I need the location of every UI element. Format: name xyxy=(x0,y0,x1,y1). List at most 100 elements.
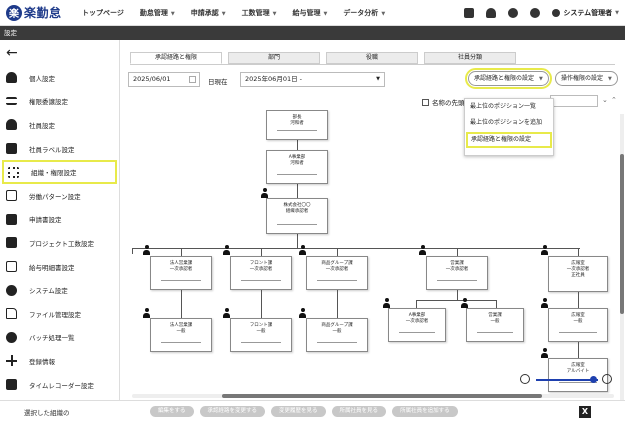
sidebar-item-project-workload[interactable]: プロジェクト工数設定 xyxy=(0,231,119,255)
operation-settings-button[interactable]: 操作権限の設定 ▼ xyxy=(555,71,618,86)
add-members-button[interactable]: 所属社員を追加する xyxy=(392,406,458,417)
nav-item-top[interactable]: トップページ xyxy=(82,8,124,18)
calculator-icon[interactable] xyxy=(464,8,475,18)
name-prefix-filter[interactable]: 名称の先頭 xyxy=(422,97,465,107)
dropdown-item-approval-settings[interactable]: 承認経路と権限の設定 xyxy=(466,132,552,148)
edit-button[interactable]: 編集をする xyxy=(150,406,194,417)
help-icon[interactable] xyxy=(508,8,519,18)
button-label: 承認経路と権限の設定 xyxy=(474,75,535,82)
caret-down-icon: ▼ xyxy=(381,10,386,17)
connector-line xyxy=(297,140,298,150)
org-node-label: フロント課一次承認者 xyxy=(249,261,273,272)
org-node-top[interactable]: 部長河和者 xyxy=(266,110,328,140)
caret-down-icon: ▼ xyxy=(221,10,226,17)
view-members-button[interactable]: 所属社員を見る xyxy=(331,406,387,417)
sidebar-item-employees[interactable]: 社員設定 xyxy=(0,113,119,137)
user-menu[interactable]: システム管理者 ▼ xyxy=(552,8,619,18)
org-node-eigyo-general[interactable]: 営業課一般 xyxy=(466,308,524,342)
org-node-front-general[interactable]: フロント課一般 xyxy=(230,318,292,352)
calendar-icon[interactable] xyxy=(189,76,196,83)
batch-icon xyxy=(6,331,17,343)
chevron-down-icon[interactable]: ⌄ xyxy=(602,96,608,104)
sidebar-item-timecard[interactable]: タイムレコーダー設定 xyxy=(0,373,119,397)
sidebar-item-label: 組織・権限設定 xyxy=(31,169,77,178)
org-node-label: フロント課一般 xyxy=(249,323,273,334)
sidebar-item-forms[interactable]: 申請書設定 xyxy=(0,208,119,232)
vertical-scrollbar[interactable] xyxy=(620,114,624,400)
nav-item-attendance[interactable]: 勤怠管理▼ xyxy=(140,8,175,18)
tab-employee-classes[interactable]: 社員分類 xyxy=(424,52,516,64)
sidebar-item-batch[interactable]: バッチ処理一覧 xyxy=(0,326,119,350)
node-divider xyxy=(241,280,281,281)
org-node-product-general[interactable]: 商品グループ課一般 xyxy=(306,318,368,352)
sidebar-item-delegation[interactable]: 権限委譲設定 xyxy=(0,90,119,114)
dropdown-item-top-positions[interactable]: 最上位のポジション一覧 xyxy=(470,103,537,110)
tab-bar: 承認経路と権限 部門 役職 社員分類 xyxy=(130,52,522,64)
org-node-sales-general[interactable]: 法人営業課一般 xyxy=(150,318,212,352)
name-prefix-checkbox[interactable] xyxy=(422,98,429,106)
org-node-pr-general[interactable]: 広報室一般 xyxy=(548,308,608,342)
zoom-slider[interactable] xyxy=(536,379,598,381)
nav-item-workload[interactable]: 工数管理▼ xyxy=(242,8,277,18)
excel-export-icon[interactable]: X xyxy=(579,406,591,418)
org-node-sales-approver[interactable]: 法人営業課一次承認者 xyxy=(150,256,212,290)
period-select[interactable]: 2025年06月01日 - ▼ xyxy=(240,72,385,87)
date-input[interactable]: 2025/06/01 xyxy=(128,72,200,87)
change-route-button[interactable]: 承認経路を変更する xyxy=(199,406,266,417)
zoom-in-icon[interactable] xyxy=(602,374,612,384)
org-node-a-division-approver[interactable]: A事業部一次承認者 xyxy=(388,308,446,342)
zoom-slider-handle[interactable] xyxy=(590,376,598,383)
chevron-up-icon[interactable]: ⌃ xyxy=(611,96,617,104)
sidebar-item-system[interactable]: システム設定 xyxy=(0,278,119,302)
org-node-label: A事業部河和者 xyxy=(288,155,306,166)
name-filter-input[interactable] xyxy=(550,95,598,107)
org-node-pr-approver[interactable]: 広報室一次承認者 正社員 xyxy=(548,256,608,292)
nav-item-approval[interactable]: 申請承認▼ xyxy=(191,8,226,18)
connector-line xyxy=(297,234,298,248)
back-arrow-icon[interactable]: ← xyxy=(6,45,18,61)
app-logo[interactable]: 楽 楽勤怠 xyxy=(6,4,78,21)
org-node-division[interactable]: A事業部河和者 xyxy=(266,150,328,184)
sidebar-item-file-management[interactable]: ファイル管理設定 xyxy=(0,302,119,326)
logo-text: 楽勤怠 xyxy=(24,6,62,20)
nav-item-payroll[interactable]: 給与管理▼ xyxy=(292,8,327,18)
sidebar-item-employee-labels[interactable]: 社員ラベル設定 xyxy=(0,137,119,161)
dropdown-item-add-top-position[interactable]: 最上位のポジションを追加 xyxy=(470,119,543,126)
tab-positions[interactable]: 役職 xyxy=(326,52,418,64)
sidebar-item-org-permissions[interactable]: 組織・権限設定 xyxy=(2,160,117,184)
sidebar-item-personal[interactable]: 個人設定 xyxy=(0,66,119,90)
node-divider xyxy=(161,280,201,281)
caret-down-icon: ▼ xyxy=(272,10,277,17)
connector-line xyxy=(578,292,579,308)
sidebar-item-label: 労働パターン設定 xyxy=(29,192,81,201)
sidebar-item-registration[interactable]: 登録情報 xyxy=(0,349,119,373)
history-button[interactable]: 変更履歴を見る xyxy=(271,406,326,417)
org-node-eigyo-approver[interactable]: 営業課一次承認者 xyxy=(426,256,488,290)
org-node-label: 法人営業課一般 xyxy=(169,323,193,334)
sidebar-item-payslip[interactable]: 給与明細書設定 xyxy=(0,255,119,279)
tab-approval-routes[interactable]: 承認経路と権限 xyxy=(130,52,222,64)
horizontal-scrollbar[interactable] xyxy=(132,394,614,398)
tab-departments[interactable]: 部門 xyxy=(228,52,320,64)
tag-icon xyxy=(6,143,17,155)
sidebar-item-label: 社員設定 xyxy=(29,121,55,130)
period-value: 2025年06月01日 - xyxy=(245,75,302,83)
zoom-control xyxy=(520,374,615,386)
connector-line xyxy=(496,300,497,308)
org-node-front-approver[interactable]: フロント課一次承認者 xyxy=(230,256,292,290)
scrollbar-thumb[interactable] xyxy=(620,154,624,314)
sidebar-item-label: 権限委譲設定 xyxy=(29,98,68,107)
org-node-pr-parttime[interactable]: 広報室アルバイト xyxy=(548,358,608,392)
zoom-out-icon[interactable] xyxy=(520,374,530,384)
org-node-product-approver[interactable]: 商品グループ課一次承認者 xyxy=(306,256,368,290)
node-divider xyxy=(559,332,597,333)
nav-item-analytics[interactable]: データ分析▼ xyxy=(343,8,385,18)
gear-icon[interactable] xyxy=(530,8,541,18)
arrows-icon xyxy=(6,97,17,106)
sidebar-item-work-patterns[interactable]: 労働パターン設定 xyxy=(0,184,119,208)
scrollbar-thumb[interactable] xyxy=(222,394,542,398)
approval-settings-button[interactable]: 承認経路と権限の設定 ▼ xyxy=(465,68,552,89)
org-node-company[interactable]: 株式会社〇〇組織承認者 xyxy=(266,198,328,234)
bell-icon[interactable] xyxy=(486,8,497,18)
sidebar-item-label: バッチ処理一覧 xyxy=(29,334,75,343)
